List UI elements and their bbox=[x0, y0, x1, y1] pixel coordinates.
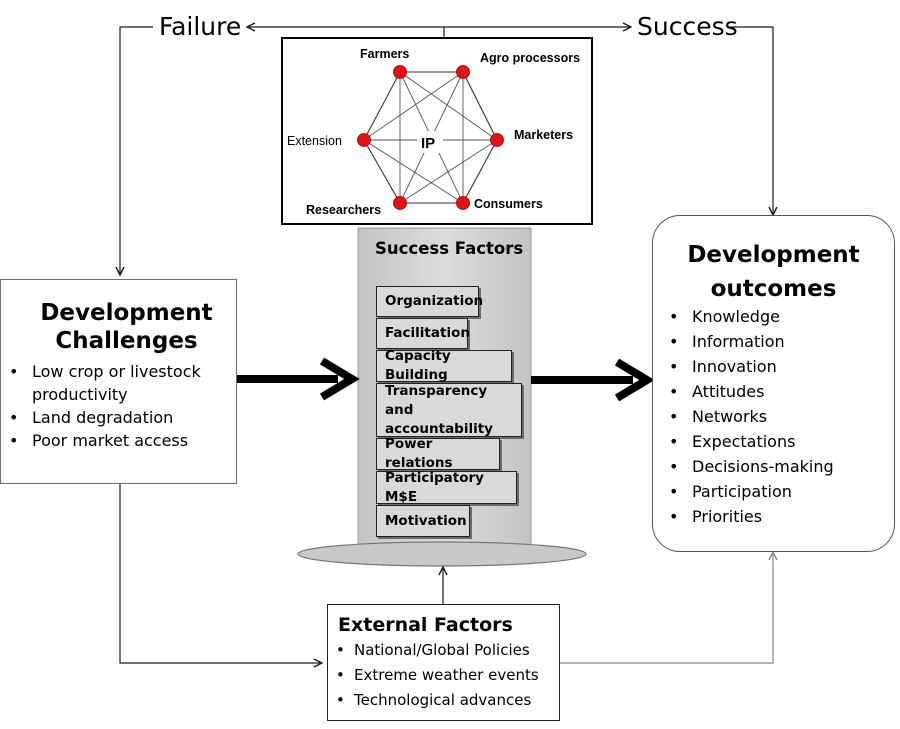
external-item: National/Global Policies bbox=[328, 638, 559, 663]
challenge-item: Land degradation bbox=[1, 406, 236, 429]
ip-link-marketers-consumers bbox=[462, 139, 498, 204]
ip-network-web bbox=[357, 65, 504, 210]
challenges-title-line2: Challenges bbox=[55, 328, 198, 354]
challenges-title-line1: Development bbox=[40, 300, 213, 326]
outcome-item: Priorities bbox=[661, 504, 894, 529]
ip-node-farmers bbox=[393, 65, 407, 79]
development-outcomes-box: Development outcomes Knowledge Informati… bbox=[652, 215, 895, 552]
outcomes-list: Knowledge Information Innovation Attitud… bbox=[653, 304, 894, 529]
external-to-outcomes-line bbox=[560, 552, 773, 664]
ip-link-researchers-extension bbox=[363, 139, 401, 204]
outcome-item: Networks bbox=[661, 404, 894, 429]
outcomes-title-line2: outcomes bbox=[710, 276, 837, 302]
failure-to-challenges-line bbox=[120, 26, 153, 275]
factor-participatory-me: Participatory M$E bbox=[376, 470, 517, 505]
outcome-item: Decisions-making bbox=[661, 454, 894, 479]
factors-to-outcomes-big-arrow bbox=[531, 358, 655, 402]
development-challenges-box: Development Challenges Low crop or lives… bbox=[0, 279, 237, 484]
ip-node-researchers bbox=[393, 196, 407, 210]
ip-node-consumers bbox=[456, 196, 470, 210]
success-to-outcomes-line bbox=[727, 26, 773, 215]
ip-link-farmers-marketers bbox=[399, 71, 498, 141]
external-item: Technological advances bbox=[328, 688, 559, 713]
ip-node-extension bbox=[357, 133, 371, 147]
failure-label: Failure bbox=[159, 12, 242, 41]
success-factors-title: Success Factors bbox=[375, 239, 524, 258]
ip-center-label: IP bbox=[421, 135, 436, 152]
node-agro-processors-label: Agro processors bbox=[480, 51, 581, 65]
challenges-title: Development Challenges bbox=[1, 299, 236, 355]
challenges-to-factors-big-arrow bbox=[236, 357, 360, 401]
external-item: Extreme weather events bbox=[328, 663, 559, 688]
ip-link-agro-processors-extension bbox=[363, 71, 464, 141]
outcome-item: Information bbox=[661, 329, 894, 354]
ip-center-plate bbox=[417, 131, 443, 153]
node-researchers-label: Researchers bbox=[306, 203, 382, 217]
factor-transparency: Transparency and accountability bbox=[376, 383, 522, 437]
challenges-list: Low crop or livestock productivity Land … bbox=[1, 360, 236, 452]
ip-link-farmers-extension bbox=[363, 71, 401, 141]
ip-link-consumers-extension bbox=[363, 139, 464, 204]
factor-power-relations: Power relations bbox=[376, 436, 500, 471]
ip-link-marketers-researchers bbox=[399, 139, 498, 204]
node-extension-label: Extension bbox=[287, 134, 342, 148]
node-consumers-label: Consumers bbox=[474, 197, 543, 211]
factor-motivation: Motivation bbox=[376, 505, 470, 537]
factor-capacity-building: Capacity Building bbox=[376, 348, 512, 383]
outcome-item: Expectations bbox=[661, 429, 894, 454]
factor-facilitation: Facilitation bbox=[376, 318, 470, 349]
ip-node-marketers bbox=[490, 133, 504, 147]
external-title: External Factors bbox=[338, 614, 513, 636]
outcome-item: Attitudes bbox=[661, 379, 894, 404]
factor-organization: Organization bbox=[376, 286, 483, 317]
outcomes-title-line1: Development bbox=[687, 242, 860, 268]
challenge-item: Low crop or livestock productivity bbox=[1, 360, 236, 406]
external-factors-box: External Factors National/Global Policie… bbox=[327, 604, 560, 721]
challenge-item: Poor market access bbox=[1, 429, 236, 452]
ip-node-agro-processors bbox=[456, 65, 470, 79]
ip-link-agro-processors-marketers bbox=[462, 71, 498, 141]
node-farmers-label: Farmers bbox=[360, 47, 410, 61]
pillar-base bbox=[297, 541, 587, 567]
outcome-item: Knowledge bbox=[661, 304, 894, 329]
outcome-item: Participation bbox=[661, 479, 894, 504]
success-label: Success bbox=[637, 12, 738, 41]
outcomes-title: Development outcomes bbox=[653, 238, 894, 306]
challenges-to-external-line bbox=[119, 484, 322, 663]
outcome-item: Innovation bbox=[661, 354, 894, 379]
node-marketers-label: Marketers bbox=[514, 128, 574, 142]
external-list: National/Global Policies Extreme weather… bbox=[328, 638, 559, 713]
